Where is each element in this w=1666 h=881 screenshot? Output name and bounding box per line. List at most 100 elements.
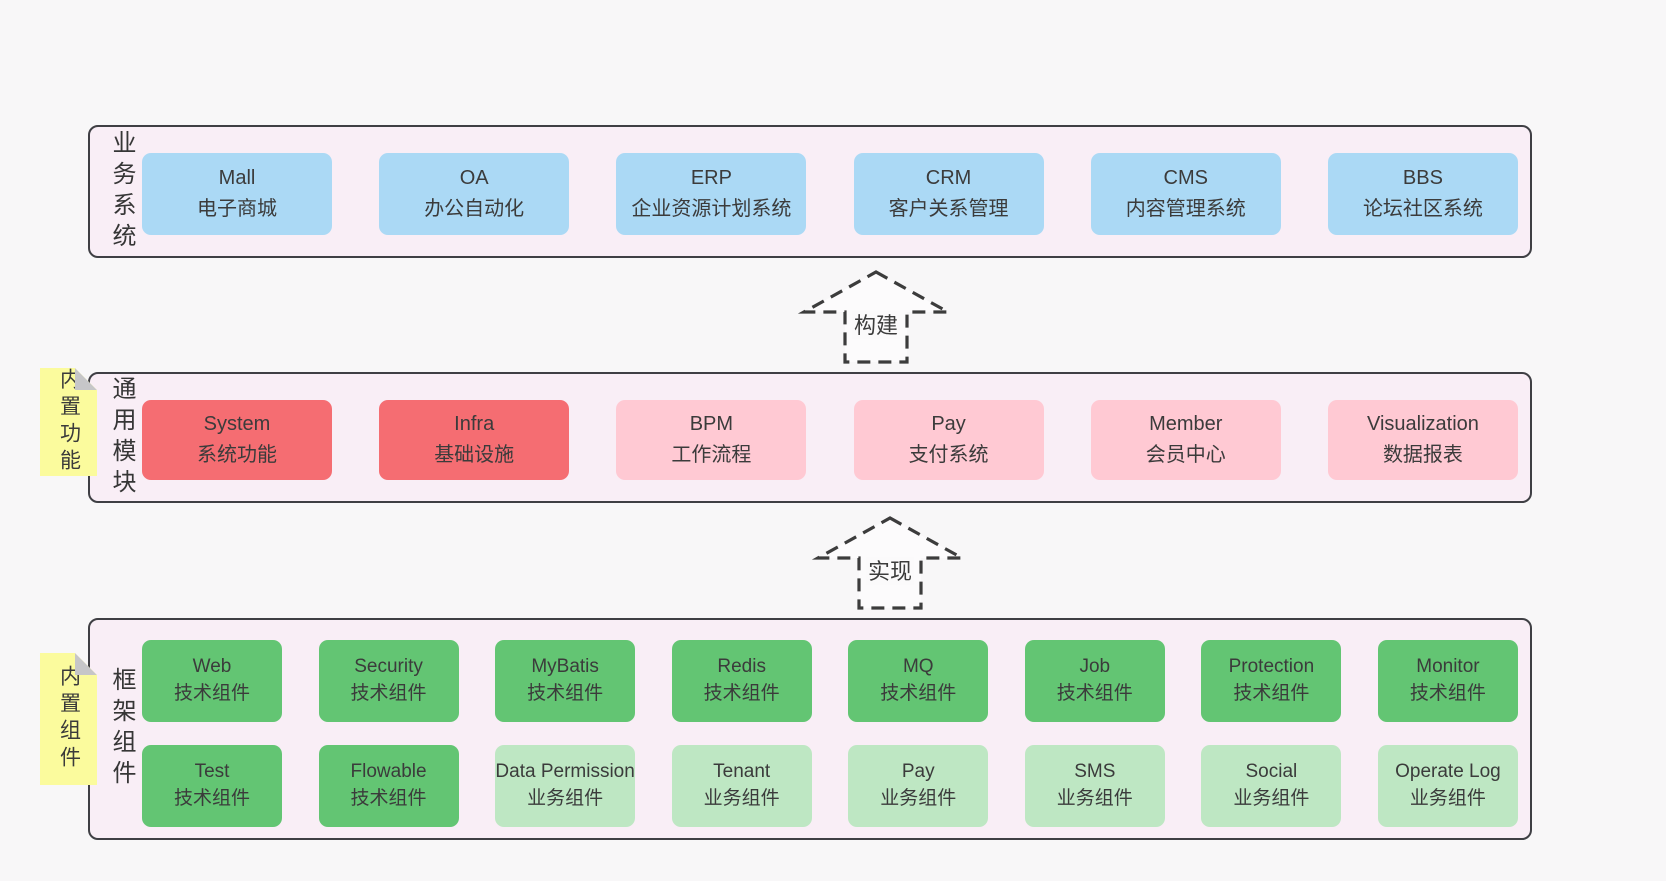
box-title: Mall — [218, 167, 256, 189]
box-subtitle: 业务组件 — [703, 788, 780, 809]
box-title: Redis — [717, 656, 766, 678]
box-sms: SMS 业务组件 — [1024, 745, 1165, 827]
arrow-build: 构建 — [797, 270, 955, 364]
box-title: Pay — [931, 413, 966, 435]
box-pay: Pay 业务组件 — [848, 745, 989, 827]
box-title: Monitor — [1416, 656, 1480, 678]
box-operate-log: Operate Log 业务组件 — [1377, 745, 1518, 827]
box-erp: ERP 企业资源计划系统 — [616, 153, 807, 235]
box-title: BPM — [689, 413, 734, 435]
box-title: Web — [192, 656, 232, 678]
arrow-label-backdrop — [866, 557, 914, 585]
box-title: Job — [1079, 656, 1111, 678]
box-subtitle: 技术组件 — [1056, 683, 1133, 704]
sticky-note-builtin-components: 内置组件 — [40, 653, 97, 785]
box-subtitle: 企业资源计划系统 — [631, 198, 792, 220]
box-pay: Pay 支付系统 — [853, 400, 1044, 480]
box-flowable: Flowable 技术组件 — [318, 745, 459, 827]
box-title: CRM — [925, 167, 972, 189]
box-subtitle: 办公自动化 — [424, 198, 525, 220]
box-subtitle: 电子商城 — [197, 198, 277, 220]
box-subtitle: 客户关系管理 — [888, 198, 1009, 220]
box-subtitle: 数据报表 — [1382, 444, 1463, 466]
box-subtitle: 业务组件 — [1233, 788, 1310, 809]
box-system: System 系统功能 — [142, 400, 332, 480]
box-subtitle: 系统功能 — [197, 444, 277, 466]
box-web: Web 技术组件 — [142, 640, 282, 722]
box-subtitle: 技术组件 — [1409, 683, 1486, 704]
box-test: Test 技术组件 — [142, 745, 282, 827]
box-subtitle: 技术组件 — [1233, 683, 1310, 704]
box-title: Test — [194, 761, 230, 783]
box-job: Job 技术组件 — [1024, 640, 1165, 722]
box-subtitle: 工作流程 — [671, 444, 752, 466]
box-security: Security 技术组件 — [318, 640, 459, 722]
box-subtitle: 业务组件 — [1409, 788, 1486, 809]
box-subtitle: 技术组件 — [527, 683, 604, 704]
box-title: SMS — [1074, 761, 1116, 783]
box-subtitle: 技术组件 — [350, 683, 427, 704]
box-title: Flowable — [350, 761, 427, 783]
box-title: Visualization — [1366, 413, 1479, 435]
box-title: Security — [354, 656, 423, 678]
sticky-note-text: 内置功能 — [57, 368, 81, 476]
box-cms: CMS 内容管理系统 — [1090, 153, 1281, 235]
box-mq: MQ 技术组件 — [848, 640, 989, 722]
layer-title-framework-components: 框架组件 — [108, 667, 135, 791]
box-title: MQ — [902, 656, 934, 678]
box-subtitle: 技术组件 — [173, 788, 250, 809]
box-bbs: BBS 论坛社区系统 — [1327, 153, 1518, 235]
box-mybatis: MyBatis 技术组件 — [495, 640, 636, 722]
box-oa: OA 办公自动化 — [379, 153, 570, 235]
box-subtitle: 支付系统 — [908, 444, 989, 466]
box-subtitle: 内容管理系统 — [1125, 198, 1246, 220]
box-data-permission: Data Permission 业务组件 — [495, 745, 636, 827]
box-subtitle: 技术组件 — [880, 683, 957, 704]
box-bpm: BPM 工作流程 — [616, 400, 807, 480]
box-subtitle: 业务组件 — [1056, 788, 1133, 809]
box-subtitle: 技术组件 — [173, 683, 250, 704]
box-title: CMS — [1163, 167, 1208, 189]
box-title: Member — [1149, 413, 1223, 435]
layer-framework-components: 框架组件 Web 技术组件 Security 技术组件 MyBatis 技术组件 Redis… — [88, 618, 1532, 840]
box-title: BBS — [1402, 167, 1443, 189]
box-member: Member 会员中心 — [1090, 400, 1281, 480]
box-subtitle: 会员中心 — [1145, 444, 1226, 466]
layer-title-common-modules: 通用模块 — [108, 375, 135, 500]
box-title: Operate Log — [1395, 761, 1501, 783]
layer-business-systems: 业务系统 Mall 电子商城 OA 办公自动化 ERP 企业资源计划系统 CRM 客户关系管理… — [88, 125, 1532, 258]
box-subtitle: 技术组件 — [350, 788, 427, 809]
business-systems-boxes: Mall 电子商城 OA 办公自动化 ERP 企业资源计划系统 CRM 客户关系管理 CMS 内容… — [142, 153, 1518, 235]
box-title: System — [203, 413, 271, 435]
box-title: Data Permission — [495, 761, 635, 783]
box-title: ERP — [690, 167, 732, 189]
layer-title-business-systems: 业务系统 — [108, 129, 135, 254]
arrow-implement: 实现 — [811, 516, 969, 610]
arrow-label-backdrop — [852, 311, 900, 339]
module-row: Mall 电子商城 OA 办公自动化 ERP 企业资源计划系统 CRM 客户关系管理 CMS 内容… — [142, 153, 1518, 235]
box-title: OA — [459, 167, 489, 189]
box-mall: Mall 电子商城 — [142, 153, 332, 235]
box-crm: CRM 客户关系管理 — [853, 153, 1044, 235]
box-subtitle: 技术组件 — [703, 683, 780, 704]
box-subtitle: 论坛社区系统 — [1362, 198, 1483, 220]
arrow-build-label: 构建 — [854, 313, 898, 338]
box-subtitle: 基础设施 — [434, 444, 515, 466]
sticky-note-text: 内置组件 — [57, 665, 81, 773]
box-visualization: Visualization 数据报表 — [1327, 400, 1518, 480]
box-title: MyBatis — [531, 656, 599, 678]
box-subtitle: 业务组件 — [880, 788, 957, 809]
box-subtitle: 业务组件 — [527, 788, 604, 809]
box-title: Pay — [901, 761, 935, 783]
